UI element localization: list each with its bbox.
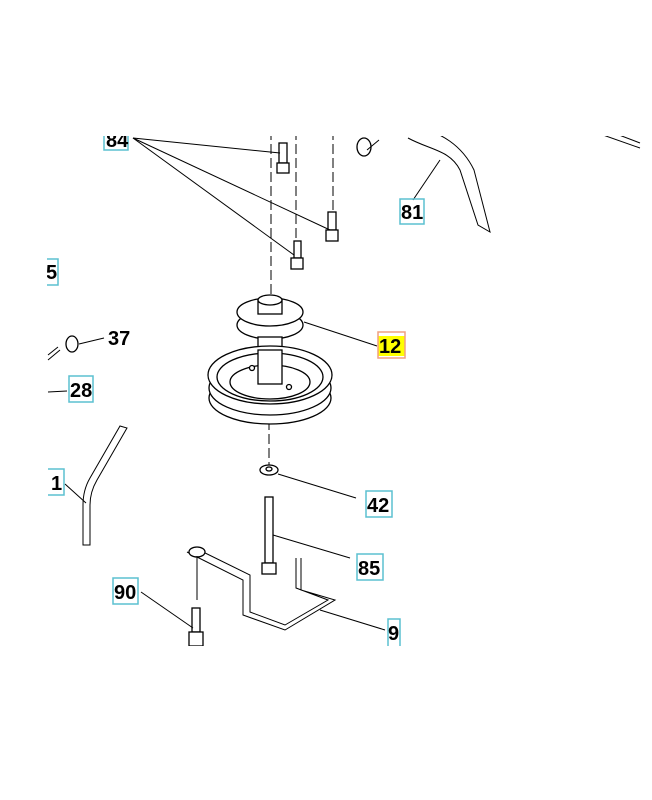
callout-90[interactable]: 90 bbox=[112, 577, 139, 605]
clip-part[interactable] bbox=[65, 335, 105, 353]
svg-text:5: 5 bbox=[46, 262, 57, 284]
callout-9[interactable]: 9 bbox=[387, 618, 401, 650]
bolt-part[interactable] bbox=[276, 142, 290, 174]
callout-42[interactable]: 42 bbox=[365, 490, 393, 518]
handle-part[interactable] bbox=[407, 128, 491, 234]
bolt-part[interactable] bbox=[325, 211, 339, 242]
bolt-part[interactable] bbox=[290, 240, 304, 270]
large-pulley-part[interactable] bbox=[207, 345, 333, 425]
bolt-part[interactable] bbox=[188, 607, 204, 646]
callout-28[interactable]: 28 bbox=[68, 375, 94, 403]
svg-text:42: 42 bbox=[367, 495, 389, 517]
callout-81[interactable]: 81 bbox=[399, 198, 425, 225]
svg-text:28: 28 bbox=[70, 380, 92, 402]
svg-text:81: 81 bbox=[401, 202, 423, 224]
svg-text:9: 9 bbox=[388, 623, 399, 645]
svg-text:90: 90 bbox=[114, 582, 136, 604]
svg-text:85: 85 bbox=[358, 558, 380, 580]
long-bolt-part[interactable] bbox=[261, 496, 277, 575]
callout-37[interactable]: 37 bbox=[108, 328, 130, 350]
callout-85[interactable]: 85 bbox=[356, 553, 384, 581]
svg-text:37: 37 bbox=[108, 328, 130, 350]
svg-text:1: 1 bbox=[51, 473, 62, 495]
callout-12-highlighted[interactable]: 12 bbox=[377, 331, 406, 359]
knob-part[interactable] bbox=[356, 137, 380, 157]
washer-part[interactable] bbox=[259, 464, 279, 476]
rod-part[interactable] bbox=[186, 547, 337, 631]
tube-part[interactable] bbox=[82, 425, 128, 546]
svg-text:12: 12 bbox=[379, 336, 401, 358]
